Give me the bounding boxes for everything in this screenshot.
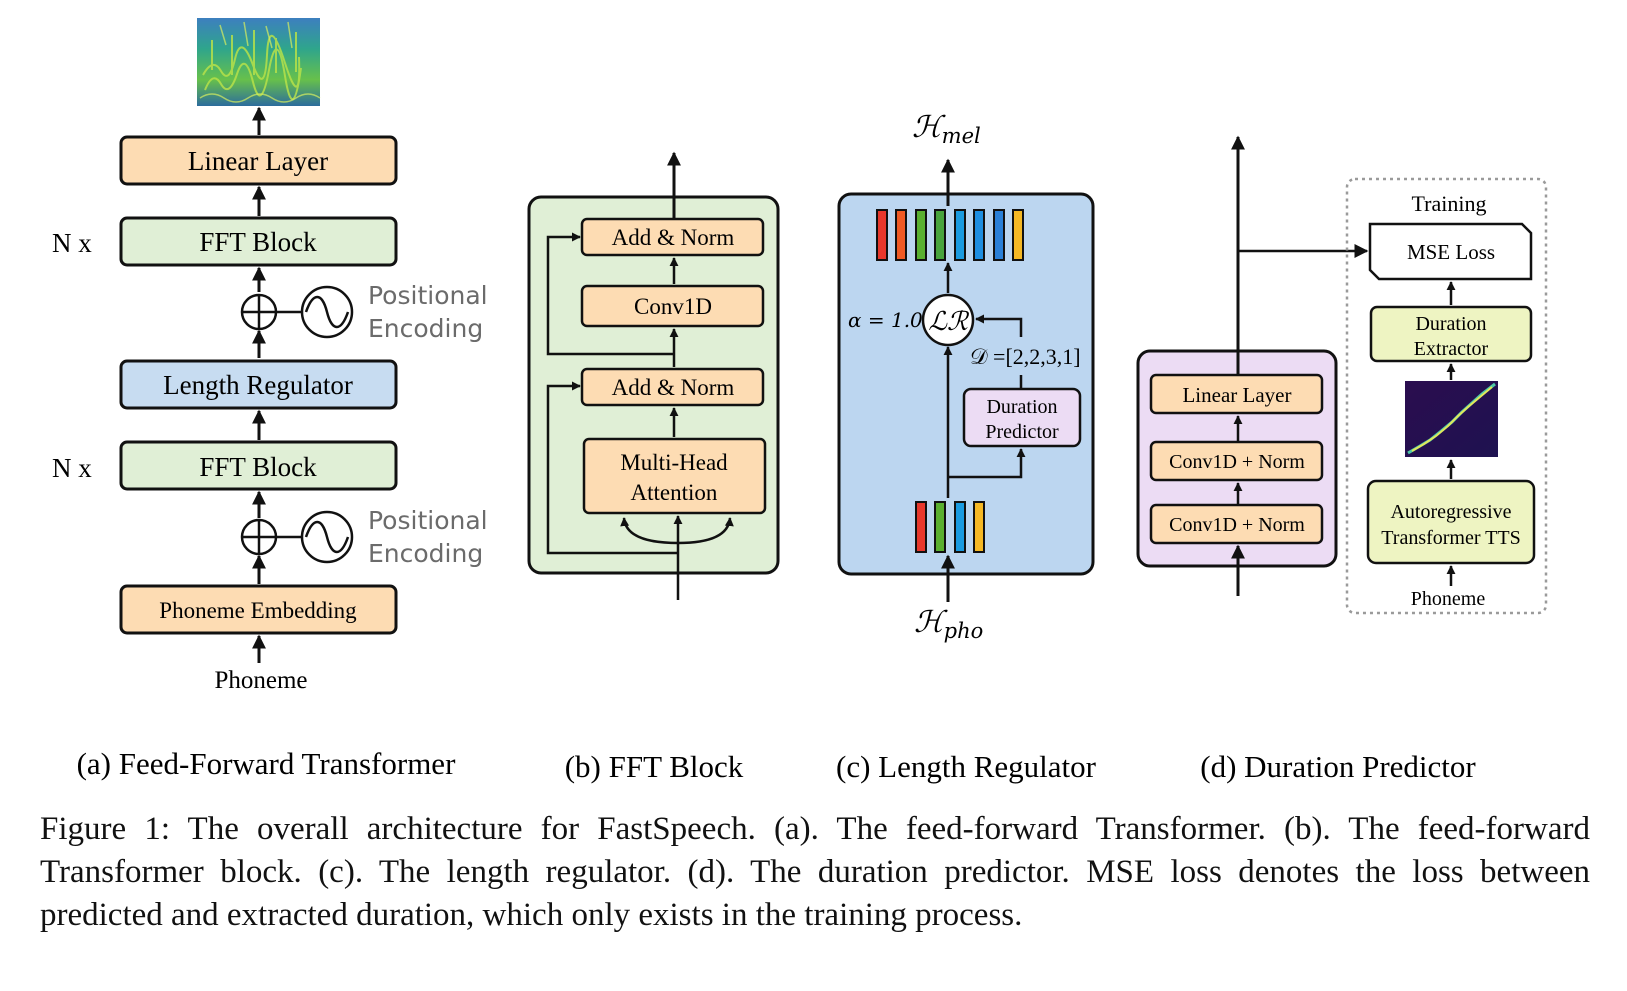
conv1d-norm-bottom-label: Conv1D + Norm (1169, 514, 1305, 536)
multi-head-label-2: Attention (631, 480, 718, 505)
phoneme-bar-3 (954, 501, 966, 553)
duration-sequence-label: 𝒟 =[2,2,3,1] (970, 344, 1081, 369)
linear-layer-d-label: Linear Layer (1182, 383, 1291, 407)
add-norm-bottom-box (580, 367, 765, 407)
phoneme-bar-4 (973, 501, 985, 553)
fastspeech-architecture-diagram: Linear Layer FFT Block N x Positional En… (52, 18, 1548, 784)
mel-frame-bar-4 (934, 209, 946, 261)
conv1d-norm-top-box (1149, 440, 1324, 482)
figure-caption: Figure 1: The overall architecture for F… (40, 811, 1590, 933)
mse-loss-box (1368, 222, 1533, 281)
caption-c: (c) Length Regulator (836, 749, 1097, 784)
fft-block-bottom-label: FFT Block (199, 452, 317, 482)
fft-block-top-box (119, 216, 398, 267)
add-norm-top-box (580, 217, 765, 257)
duration-predictor-box (962, 387, 1082, 448)
linear-layer-d-box (1149, 373, 1324, 415)
positional-label-top-1: Positional (368, 281, 488, 310)
n-x-bottom-label: N x (52, 453, 92, 483)
length-regulator-box (119, 359, 398, 410)
caption-a: (a) Feed-Forward Transformer (77, 746, 456, 781)
add-norm-bottom-label: Add & Norm (612, 375, 735, 400)
n-x-top-label: N x (52, 228, 92, 258)
duration-extractor-label-2: Extractor (1414, 338, 1489, 360)
phoneme-hidden-bars (915, 501, 985, 553)
phoneme-embedding-label: Phoneme Embedding (159, 598, 357, 623)
panel-c-length-regulator: ℋmel ℒℛ α = 1.0 𝒟 =[2,2,3,1] Duration Pr… (836, 110, 1097, 784)
phoneme-input-label-a: Phoneme (214, 667, 307, 694)
caption-b: (b) FFT Block (565, 749, 744, 784)
duration-extractor-box (1369, 305, 1533, 363)
mel-frame-bars (876, 209, 1024, 261)
mel-frame-bar-2 (895, 209, 907, 261)
conv1d-norm-top-label: Conv1D + Norm (1169, 451, 1305, 473)
mel-spectrogram-image (197, 18, 321, 106)
sine-wave-icon-bottom (300, 510, 354, 564)
linear-layer-box (119, 135, 398, 186)
panel-a-feed-forward-transformer: Linear Layer FFT Block N x Positional En… (52, 18, 488, 781)
mel-frame-bar-3 (915, 209, 927, 261)
mel-frame-bar-5 (954, 209, 966, 261)
positional-label-bottom-2: Encoding (368, 539, 483, 568)
caption-d: (d) Duration Predictor (1200, 749, 1476, 784)
length-regulator-panel (837, 192, 1095, 576)
add-norm-top-label: Add & Norm (612, 225, 735, 250)
mel-frame-bar-1 (876, 209, 888, 261)
lr-operator-label: ℒℛ (928, 307, 970, 337)
duration-predictor-label-1: Duration (986, 396, 1057, 418)
positional-add-bottom (240, 518, 278, 556)
alpha-label: α = 1.0 (848, 308, 923, 332)
phoneme-embedding-box (119, 584, 398, 635)
phoneme-input-label-d: Phoneme (1411, 588, 1486, 610)
phoneme-bar-2 (934, 501, 946, 553)
fft-block-bottom-box (119, 440, 398, 491)
mse-loss-label: MSE Loss (1407, 240, 1495, 264)
duration-extractor-label-1: Duration (1415, 313, 1486, 335)
autoregressive-tts-box (1366, 479, 1536, 565)
multi-head-label-1: Multi-Head (620, 450, 728, 475)
training-label: Training (1412, 191, 1487, 216)
phoneme-bar-1 (915, 501, 927, 553)
panel-d-duration-predictor: Linear Layer Conv1D + Norm Conv1D + Norm… (1136, 135, 1548, 784)
lr-operator-circle (921, 293, 975, 347)
positional-label-top-2: Encoding (368, 314, 483, 343)
mel-frame-bar-6 (973, 209, 985, 261)
positional-add-top (240, 293, 278, 331)
linear-layer-label: Linear Layer (188, 146, 328, 176)
fft-block-top-label: FFT Block (199, 227, 317, 257)
sine-wave-icon-top (300, 285, 354, 339)
mel-frame-bar-8 (1012, 209, 1024, 261)
h-pho-label: ℋpho (914, 605, 983, 643)
panel-b-fft-block: Add & Norm Conv1D Add & Norm Multi-Head … (527, 151, 780, 784)
conv1d-label: Conv1D (634, 294, 712, 319)
h-mel-label: ℋmel (912, 110, 981, 148)
conv1d-box (580, 284, 765, 328)
length-regulator-label: Length Regulator (163, 370, 353, 400)
positional-label-bottom-1: Positional (368, 506, 488, 535)
conv1d-norm-bottom-box (1149, 503, 1324, 545)
autoregressive-tts-label-2: Transformer TTS (1381, 527, 1520, 549)
autoregressive-tts-label-1: Autoregressive (1390, 501, 1511, 523)
training-dashed-region (1345, 177, 1548, 615)
duration-predictor-label-2: Predictor (985, 421, 1059, 443)
multi-head-attention-box (582, 437, 767, 515)
mel-frame-bar-7 (993, 209, 1005, 261)
attention-alignment-image (1405, 381, 1498, 457)
